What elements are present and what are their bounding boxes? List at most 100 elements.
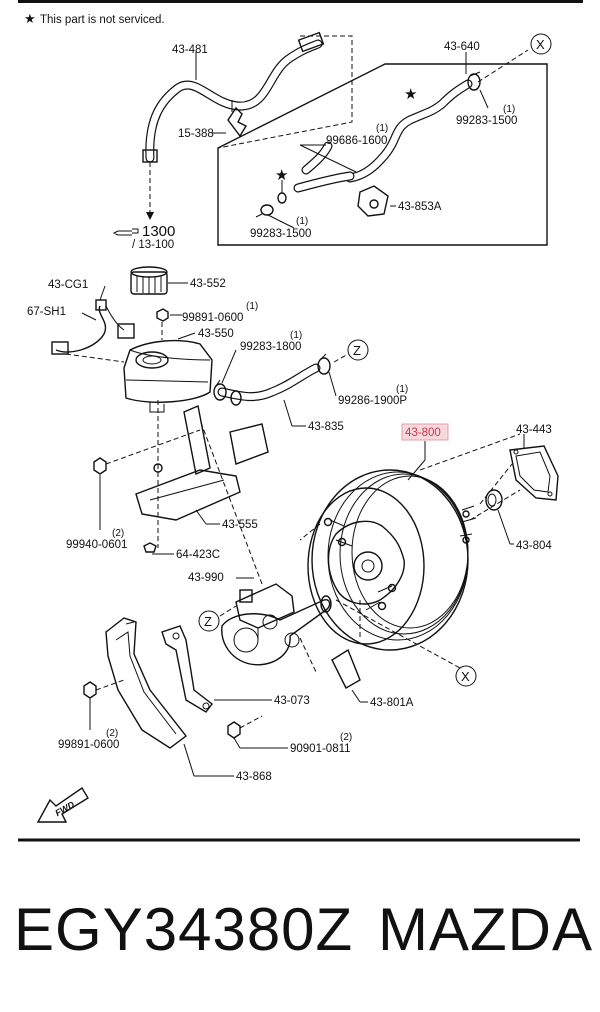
reservoir-cap bbox=[130, 266, 168, 295]
callout-99286: 99286-1900P bbox=[338, 395, 407, 407]
callout-99283-bottom: 99283-1500 bbox=[250, 228, 311, 240]
dashed-mc-to-reservoir bbox=[199, 419, 263, 585]
callout-43-804: 43-804 bbox=[516, 540, 552, 552]
callout-43-073: 43-073 bbox=[274, 695, 310, 707]
clamp-99283-bottom bbox=[255, 204, 274, 218]
callout-15-388: 15-388 bbox=[178, 128, 214, 140]
callout-99891-bottom: 99891-0600 bbox=[58, 739, 119, 751]
marker-x-bottom-label: X bbox=[461, 669, 470, 684]
callout-99283-top: 99283-1500 bbox=[456, 115, 517, 127]
part-number: EGY34380Z bbox=[14, 896, 354, 963]
vacuum-hose-481 bbox=[142, 31, 325, 163]
callout-qty-99891-bottom: (2) bbox=[106, 728, 118, 739]
callout-qty-99286: (1) bbox=[396, 384, 408, 395]
heat-shield-43868 bbox=[105, 617, 187, 749]
fwd-arrow-icon bbox=[36, 786, 89, 823]
callout-64-423c: 64-423C bbox=[176, 549, 220, 561]
leaders-top bbox=[195, 49, 529, 229]
marker-z-top-label: Z bbox=[353, 343, 361, 358]
nut-99891-bottom bbox=[83, 679, 125, 730]
star-icon-hose: ★ bbox=[404, 86, 417, 103]
master-cylinder bbox=[221, 583, 332, 666]
reservoir-bracket bbox=[135, 405, 269, 521]
callout-1300: 1300 bbox=[142, 223, 175, 240]
star-icon-small: ★ bbox=[275, 167, 288, 184]
callout-qty-99686: (1) bbox=[376, 123, 388, 134]
arrow-down-icon bbox=[146, 212, 154, 220]
callout-43-640: 43-640 bbox=[444, 41, 480, 53]
booster-dashed-lines bbox=[299, 433, 521, 669]
callout-qty-99891-top: (1) bbox=[246, 301, 258, 312]
callout-43-555: 43-555 bbox=[222, 519, 258, 531]
clip-64423c bbox=[143, 542, 174, 555]
brake-fluid-reservoir bbox=[123, 339, 213, 413]
clip-15388 bbox=[227, 100, 247, 138]
highlight-43-800 bbox=[401, 423, 449, 441]
seal-43804 bbox=[485, 489, 503, 511]
callout-99283-1800: 99283-1800 bbox=[240, 341, 301, 353]
marker-z-top bbox=[347, 339, 369, 361]
callout-43-552: 43-552 bbox=[190, 278, 226, 290]
star-icon: ★ bbox=[24, 11, 36, 26]
nut-99891-top bbox=[156, 308, 169, 340]
callout-43-868: 43-868 bbox=[236, 771, 272, 783]
joint-small bbox=[277, 192, 287, 204]
leader-800b bbox=[407, 459, 426, 481]
note-text: This part is not serviced. bbox=[40, 14, 165, 26]
nut-99940 bbox=[93, 457, 107, 530]
fwd-label: FWD bbox=[53, 799, 76, 818]
marker-x-bottom bbox=[455, 665, 477, 687]
callout-qty-99283-1800: (1) bbox=[290, 330, 302, 341]
leader-555 bbox=[195, 509, 207, 525]
callout-43-443: 43-443 bbox=[516, 424, 552, 436]
leader-801a bbox=[351, 689, 361, 703]
leader-835 bbox=[283, 399, 293, 427]
vacuum-booster bbox=[307, 469, 477, 651]
brand-name: MAZDA bbox=[378, 896, 593, 963]
marker-x-top bbox=[530, 33, 552, 55]
bracket-43853a bbox=[357, 185, 389, 217]
marker-z-bottom bbox=[198, 610, 220, 632]
bracket-43073 bbox=[161, 625, 213, 713]
callout-43-550: 43-550 bbox=[198, 328, 234, 340]
leader-sh1 bbox=[81, 312, 97, 321]
callout-43-800: 43-800 bbox=[405, 427, 441, 439]
callout-qty-99283-bottom: (1) bbox=[296, 216, 308, 227]
marker-x-top-label: X bbox=[536, 37, 545, 52]
dashed-nut-line bbox=[105, 429, 201, 465]
callout-43-853a: 43-853A bbox=[398, 201, 442, 213]
vacuum-hose-835 bbox=[213, 353, 331, 406]
leader-550 bbox=[177, 332, 196, 340]
callout-43-481: 43-481 bbox=[172, 44, 208, 56]
callout-43-cg1: 43-CG1 bbox=[48, 279, 88, 291]
callout-43-835: 43-835 bbox=[308, 421, 344, 433]
dashed-z-bottom bbox=[219, 605, 237, 617]
callout-99891-top: 99891-0600 bbox=[182, 312, 243, 324]
dashed-to-z bbox=[333, 353, 349, 363]
hose-group-box bbox=[217, 63, 548, 246]
nut-90901 bbox=[227, 715, 288, 749]
marker-z-bottom-label: Z bbox=[204, 614, 212, 629]
callout-qty-90901: (2) bbox=[340, 732, 352, 743]
callout-99686: 99686-1600 bbox=[326, 135, 387, 147]
level-sensor-harness bbox=[51, 299, 135, 363]
leader-cg1 bbox=[99, 285, 106, 301]
dashed-outline-481 bbox=[217, 35, 353, 149]
vacuum-hose-640 bbox=[345, 79, 473, 183]
callout-90901: 90901-0811 bbox=[290, 743, 351, 755]
callout-qty-99283-top: (1) bbox=[503, 104, 515, 115]
dashed-mc-lower bbox=[299, 637, 317, 673]
callout-43-990: 43-990 bbox=[188, 572, 224, 584]
callout-13-100: / 13-100 bbox=[132, 239, 174, 251]
leader-868 bbox=[183, 743, 195, 777]
callout-qty-99940: (2) bbox=[112, 528, 124, 539]
leader-99283c bbox=[221, 349, 237, 384]
hose-99686 bbox=[293, 141, 355, 193]
callout-43-801a: 43-801A bbox=[370, 697, 414, 709]
callout-67-sh1: 67-SH1 bbox=[27, 306, 66, 318]
callout-99940: 99940-0601 bbox=[66, 539, 127, 551]
gasket-43443 bbox=[509, 445, 559, 501]
hand-pointer-icon bbox=[112, 228, 139, 236]
leader-804 bbox=[497, 509, 511, 545]
